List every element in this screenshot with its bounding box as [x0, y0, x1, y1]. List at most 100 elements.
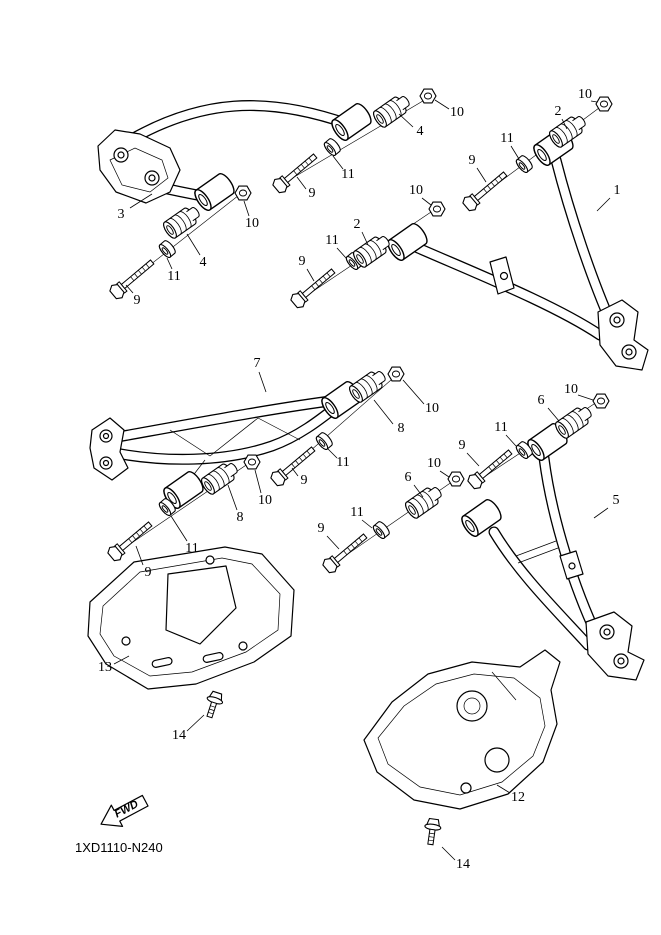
washer-11 — [322, 136, 343, 158]
svg-text:11: 11 — [325, 233, 338, 248]
callout-9: 9 — [469, 153, 487, 183]
washer-11 — [314, 430, 335, 452]
svg-text:9: 9 — [134, 293, 141, 308]
callout-2: 2 — [555, 104, 568, 130]
callout-2: 2 — [354, 217, 369, 246]
svg-text:11: 11 — [167, 269, 180, 284]
arm-sleeve — [384, 220, 431, 264]
svg-text:6: 6 — [538, 393, 545, 408]
callout-11: 11 — [170, 515, 199, 556]
callout-7: 7 — [254, 356, 267, 393]
callout-10: 10 — [409, 183, 432, 206]
callout-13: 13 — [98, 655, 130, 675]
part-13-guard — [87, 546, 295, 690]
callout-6: 6 — [405, 470, 424, 498]
callout-4: 4 — [398, 113, 424, 139]
part-7-lower-left-arm — [89, 378, 365, 512]
callout-11: 11 — [332, 155, 355, 182]
svg-text:11: 11 — [494, 420, 507, 435]
callout-11: 11 — [166, 257, 181, 284]
svg-text:9: 9 — [318, 521, 325, 536]
drawing-code: 1XD1110-N240 — [75, 840, 163, 855]
nut-10 — [595, 96, 613, 112]
callout-9: 9 — [125, 284, 141, 308]
svg-text:7: 7 — [254, 356, 261, 371]
callout-10: 10 — [434, 99, 464, 120]
part-3-upper-left-arm — [97, 100, 375, 214]
part-1-upper-right-arm — [384, 125, 649, 371]
svg-text:10: 10 — [425, 401, 439, 416]
callout-11: 11 — [325, 233, 347, 259]
svg-text:10: 10 — [245, 216, 259, 231]
svg-text:10: 10 — [578, 87, 592, 102]
svg-text:6: 6 — [405, 470, 412, 485]
callouts: 3 4 11 9 10 4 10 11 9 1 2 10 11 9 2 10 1… — [98, 87, 621, 872]
nut-10 — [387, 366, 405, 382]
callout-10: 10 — [402, 379, 439, 416]
nut-10 — [234, 185, 252, 201]
part-12-guard — [363, 649, 561, 810]
svg-text:9: 9 — [469, 153, 476, 168]
callout-10: 10 — [578, 87, 598, 103]
bushing-4 — [160, 202, 204, 241]
svg-text:10: 10 — [409, 183, 423, 198]
callout-6: 6 — [538, 393, 560, 422]
callout-10: 10 — [564, 382, 594, 401]
callout-14: 14 — [172, 714, 205, 743]
fwd-arrow: FWD — [100, 794, 149, 827]
svg-text:14: 14 — [172, 728, 186, 743]
bushing-8 — [198, 458, 242, 497]
callout-9: 9 — [291, 467, 308, 488]
bolt-14 — [201, 689, 226, 720]
svg-text:11: 11 — [336, 455, 349, 470]
callout-9: 9 — [296, 176, 316, 201]
bolt-9 — [460, 167, 511, 214]
bolt-9 — [465, 445, 516, 492]
svg-text:13: 13 — [98, 660, 112, 675]
callout-5: 5 — [593, 493, 620, 519]
washer-11 — [157, 238, 178, 260]
svg-text:4: 4 — [200, 255, 207, 270]
svg-text:11: 11 — [185, 541, 198, 556]
svg-text:8: 8 — [398, 421, 405, 436]
callout-8: 8 — [227, 484, 244, 525]
callout-12: 12 — [496, 784, 525, 805]
callout-11: 11 — [500, 131, 520, 160]
svg-text:11: 11 — [350, 505, 363, 520]
nut-10 — [592, 393, 610, 409]
svg-text:10: 10 — [564, 382, 578, 397]
callout-4: 4 — [186, 233, 207, 270]
svg-text:9: 9 — [459, 438, 466, 453]
svg-text:1: 1 — [614, 183, 621, 198]
callout-11: 11 — [494, 420, 517, 447]
svg-text:9: 9 — [299, 254, 306, 269]
bolt-9 — [320, 529, 371, 576]
callout-10: 10 — [254, 469, 272, 508]
svg-text:3: 3 — [118, 207, 125, 222]
callout-9: 9 — [135, 545, 152, 580]
svg-text:10: 10 — [427, 456, 441, 471]
svg-text:9: 9 — [145, 565, 152, 580]
bolt-14 — [421, 817, 443, 847]
callout-9: 9 — [459, 438, 480, 467]
svg-text:9: 9 — [301, 473, 308, 488]
callout-14: 14 — [441, 846, 470, 872]
arm-sleeve — [328, 100, 375, 144]
svg-text:12: 12 — [511, 790, 525, 805]
svg-text:5: 5 — [613, 493, 620, 508]
bolt-9 — [288, 264, 339, 311]
callout-10: 10 — [243, 200, 259, 231]
callout-1: 1 — [596, 183, 621, 212]
nut-10 — [419, 88, 437, 104]
svg-text:2: 2 — [555, 104, 562, 119]
svg-text:10: 10 — [450, 105, 464, 120]
svg-text:10: 10 — [258, 493, 272, 508]
bolt-9 — [105, 517, 156, 564]
callout-3: 3 — [118, 193, 153, 222]
callout-8: 8 — [373, 399, 405, 436]
nut-10 — [428, 201, 446, 217]
svg-text:11: 11 — [341, 167, 354, 182]
svg-text:4: 4 — [417, 124, 424, 139]
callout-9: 9 — [318, 521, 340, 550]
